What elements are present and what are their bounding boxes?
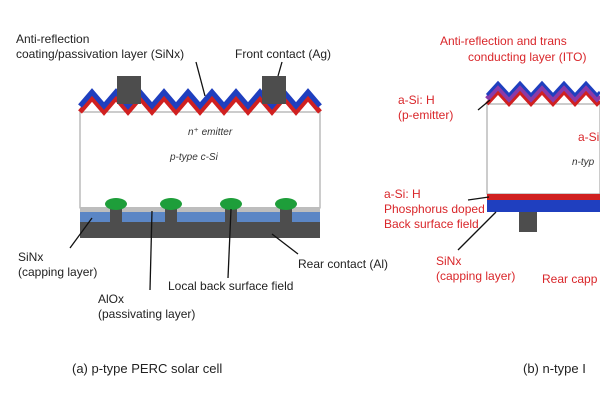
- label-bsf-line2: Phosphorus doped: [384, 202, 485, 216]
- label-rear-capping-partial: Rear capp: [542, 272, 598, 286]
- label-ito-line2: conducting layer (ITO): [468, 50, 587, 64]
- hjt-ito-layer: [485, 83, 600, 103]
- hjt-top-blue-layer: [485, 80, 600, 98]
- perc-alox-layer: [80, 207, 320, 213]
- label-ito-line1: Anti-reflection and trans: [440, 34, 567, 48]
- label-bsf-line1: a-Si: H: [384, 187, 421, 201]
- leader-hjt-sinx: [457, 211, 497, 251]
- hjt-structure: [485, 80, 600, 232]
- label-p-substrate: p-type c-Si: [170, 152, 218, 163]
- leader-local-bsf: [227, 208, 232, 279]
- label-arc-line1: Anti-reflection: [16, 32, 90, 46]
- hjt-leader-lines: [457, 99, 497, 251]
- perc-rear-contact: [80, 222, 320, 238]
- perc-leader-lines: [69, 61, 299, 291]
- perc-front-contact-left: [117, 76, 141, 104]
- caption-panel-b: (b) n-type I: [523, 361, 586, 376]
- hjt-bsf-layer: [487, 194, 600, 200]
- leader-hjt-emitter: [477, 99, 491, 111]
- label-asih-line2: (p-emitter): [398, 108, 454, 122]
- label-local-bsf: Local back surface field: [168, 279, 294, 293]
- hjt-sinx-capping-layer: [487, 200, 600, 212]
- leader-arc: [195, 61, 206, 97]
- label-sinx-line1: SiNx: [18, 250, 44, 264]
- label-ntype-partial: n-typ: [572, 157, 595, 168]
- leader-sinx-capping: [69, 217, 93, 249]
- label-sinx-line2: (capping layer): [18, 265, 98, 279]
- leader-rear-contact: [271, 233, 299, 255]
- label-bsf-line3: Back surface field: [384, 217, 479, 231]
- label-hjt-sinx-line2: (capping layer): [436, 269, 516, 283]
- perc-local-bsf-4: [275, 198, 297, 210]
- hjt-p-emitter-layer: [485, 89, 600, 107]
- perc-sinx-capping-layer: [80, 212, 320, 222]
- label-asih-line1: a-Si: H: [398, 93, 435, 107]
- perc-front-contact-right: [262, 76, 286, 104]
- caption-panel-a: (a) p-type PERC solar cell: [72, 361, 223, 376]
- perc-local-bsf-1: [105, 198, 127, 210]
- hjt-rear-contact: [519, 212, 537, 232]
- perc-substrate: [79, 111, 321, 209]
- label-hjt-sinx-line1: SiNx: [436, 254, 462, 268]
- label-alox-line1: AlOx: [98, 292, 125, 306]
- perc-local-bsf-3: [220, 198, 242, 210]
- label-alox-line2: (passivating layer): [98, 307, 196, 321]
- label-n-emitter: n⁺ emitter: [188, 127, 233, 138]
- label-rear-contact: Rear contact (Al): [298, 257, 389, 271]
- label-asi-partial: a-Si: [578, 130, 600, 144]
- perc-structure: [78, 76, 322, 238]
- label-arc-line2: coating/passivation layer (SiNx): [16, 47, 185, 61]
- leader-alox: [149, 210, 153, 291]
- perc-local-bsf-2: [160, 198, 182, 210]
- hjt-substrate: [486, 103, 600, 195]
- leader-front-contact: [277, 61, 283, 77]
- label-front-contact: Front contact (Ag): [235, 47, 332, 61]
- leader-hjt-bsf: [467, 196, 490, 201]
